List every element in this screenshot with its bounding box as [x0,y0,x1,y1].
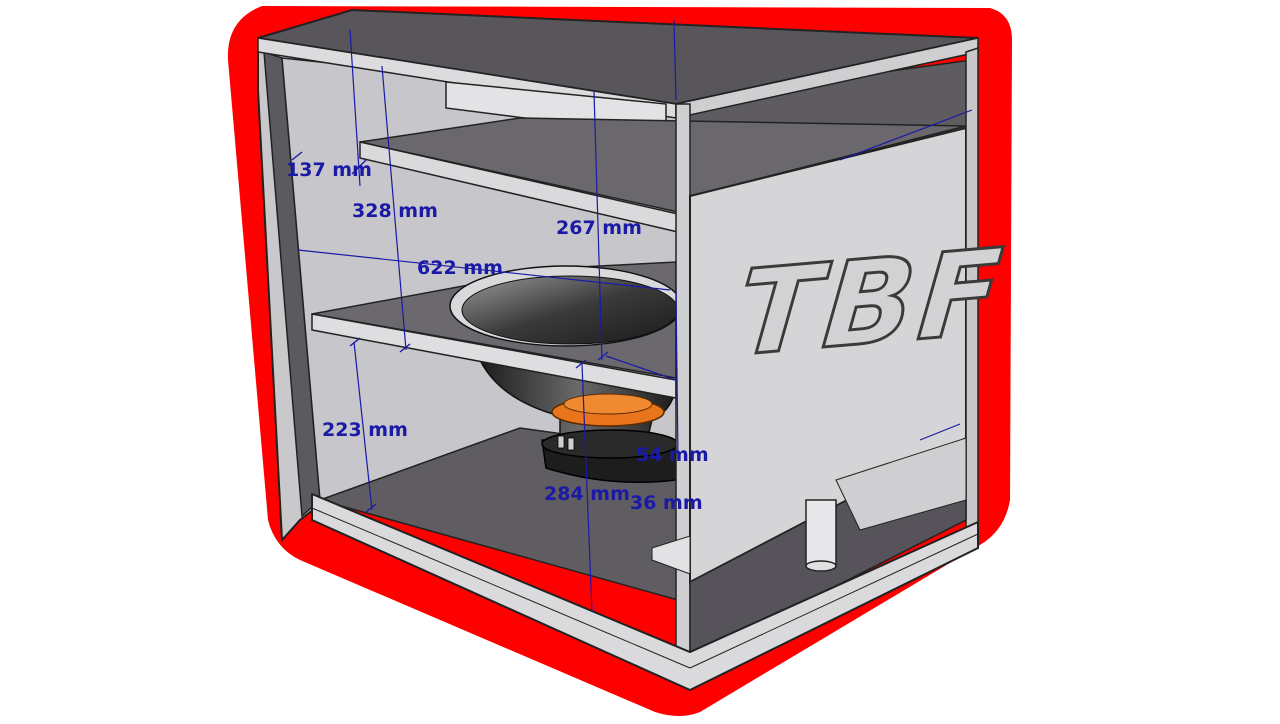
port-tube [805,499,837,567]
dimension-label-267: 267 mm [556,217,642,239]
dimension-label-223: 223 mm [322,419,408,441]
tbf-logo: TBF [731,221,1012,384]
dimension-label-328: 328 mm [352,200,438,222]
dimension-lines [297,19,973,613]
dimension-label-622: 622 mm [417,257,503,279]
dimension-label-284: 284 mm [544,483,630,505]
dimension-ticks [291,151,609,513]
dimension-label-36: 36 mm [630,492,703,514]
dimension-label-137: 137 mm [286,159,372,181]
bottom-panel [311,492,979,692]
dimension-label-54: 54 mm [636,444,709,466]
